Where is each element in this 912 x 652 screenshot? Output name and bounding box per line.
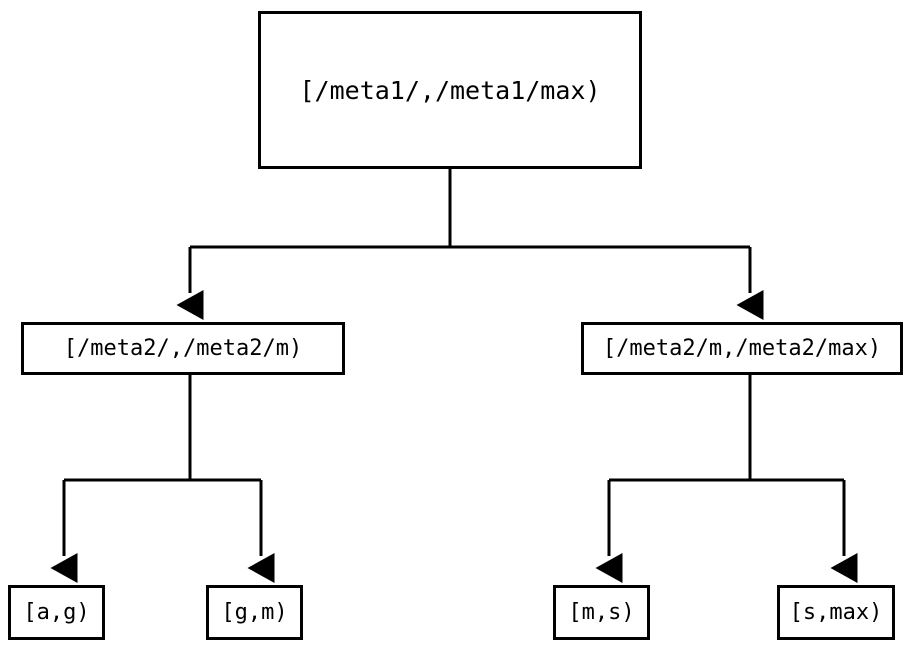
- tree-node-leaf-2: [g,m): [206, 585, 303, 640]
- tree-node-mid-left-label: [/meta2/,/meta2/m): [63, 335, 303, 361]
- tree-node-leaf-3: [m,s): [553, 585, 650, 640]
- tree-node-leaf-1-label: [a,g): [23, 599, 90, 625]
- tree-node-leaf-3-label: [m,s): [568, 599, 635, 625]
- tree-node-leaf-2-label: [g,m): [221, 599, 288, 625]
- tree-node-leaf-4: [s,max): [777, 585, 895, 640]
- tree-node-leaf-4-label: [s,max): [789, 599, 883, 625]
- tree-node-root: [/meta1/,/meta1/max): [258, 11, 642, 169]
- tree-node-mid-right: [/meta2/m,/meta2/max): [581, 322, 903, 375]
- tree-node-mid-right-label: [/meta2/m,/meta2/max): [602, 335, 882, 361]
- tree-node-mid-left: [/meta2/,/meta2/m): [21, 322, 345, 375]
- tree-node-leaf-1: [a,g): [8, 585, 105, 640]
- tree-node-root-label: [/meta1/,/meta1/max): [299, 75, 601, 105]
